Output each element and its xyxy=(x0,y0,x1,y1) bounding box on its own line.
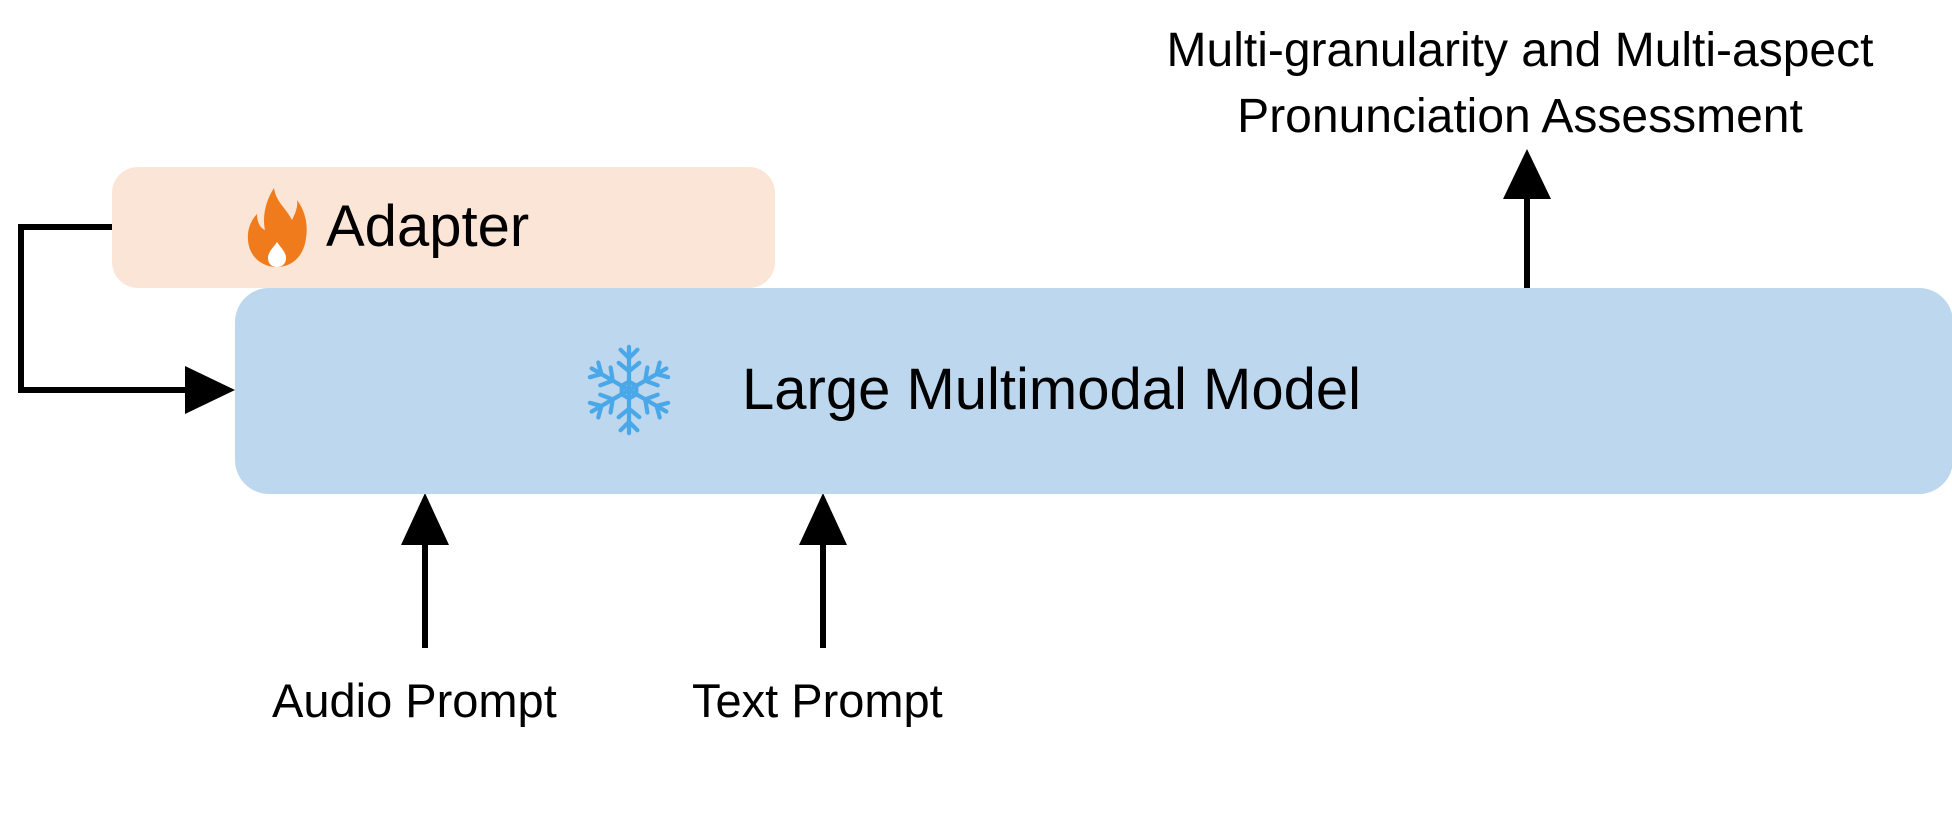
text-prompt-label: Text Prompt xyxy=(692,674,943,727)
output-label-line-2: Pronunciation Assessment xyxy=(1237,90,1803,143)
snowflake-arm xyxy=(626,360,671,393)
snowflake-arm xyxy=(587,360,632,393)
adapter-to-model-connector xyxy=(18,224,185,393)
snowflake-arm xyxy=(587,387,632,420)
adapter-label: Adapter xyxy=(326,194,530,259)
snowflake-arm xyxy=(616,387,642,436)
output-label-line-1: Multi-granularity and Multi-aspect xyxy=(1166,24,1874,77)
fire-icon xyxy=(247,188,307,267)
snowflake-arm xyxy=(616,344,642,393)
snowflake-arm xyxy=(626,387,671,420)
adapter-box xyxy=(112,167,775,288)
fire-icon-outer xyxy=(247,188,307,267)
snowflake-center xyxy=(619,379,639,401)
audio-prompt-label: Audio Prompt xyxy=(272,674,557,727)
snowflake-icon xyxy=(587,344,671,436)
fire-icon-inner xyxy=(268,242,286,267)
output-label: Multi-granularity and Multi-aspect Pronu… xyxy=(1080,18,1952,150)
snowflake-arms xyxy=(587,344,671,436)
model-label: Large Multimodal Model xyxy=(742,357,1361,422)
audio-prompt-arrowhead xyxy=(401,493,449,545)
text-prompt-arrowhead xyxy=(799,493,847,545)
output-arrowhead xyxy=(1503,149,1551,199)
large-multimodal-model-box xyxy=(235,288,1952,494)
adapter-to-model-arrowhead xyxy=(185,366,235,414)
